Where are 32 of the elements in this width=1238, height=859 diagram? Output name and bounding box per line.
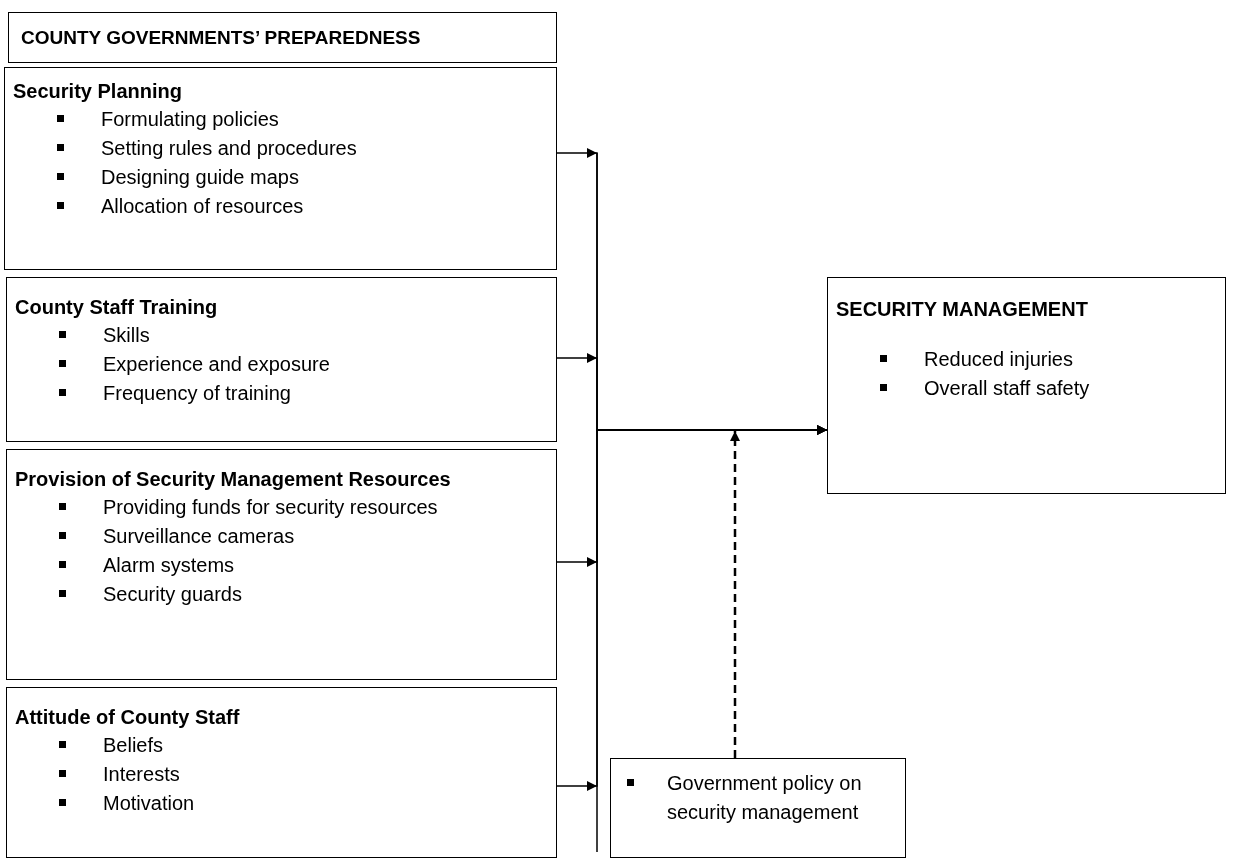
bullet-item: Skills <box>15 321 544 350</box>
title-box <box>8 12 557 63</box>
bullet-item: Alarm systems <box>15 551 544 580</box>
bullet-item: Beliefs <box>15 731 544 760</box>
bullet-item: Overall staff safety <box>836 374 1213 403</box>
bullet-item: Frequency of training <box>15 379 544 408</box>
bullet-item: Motivation <box>15 789 544 818</box>
heading: Security Planning <box>13 79 183 104</box>
bullet-item: Allocation of resources <box>13 192 544 221</box>
text-box <box>6 687 557 858</box>
arrow <box>556 425 828 791</box>
bullet-item: Providing funds for security resources <box>15 493 544 522</box>
bullet-item: Designing guide maps <box>13 163 544 192</box>
bullet-item: Government policy on security management <box>619 769 893 827</box>
heading: Provision of Security Management Resources <box>15 467 452 492</box>
text-box <box>6 449 557 680</box>
bullet-item: Experience and exposure <box>15 350 544 379</box>
bullet-item: Surveillance cameras <box>15 522 544 551</box>
heading: Attitude of County Staff <box>15 705 241 730</box>
bullet-item: Setting rules and procedures <box>13 134 544 163</box>
dashed-arrow <box>730 431 740 758</box>
text-box <box>6 277 557 442</box>
text-box <box>827 277 1226 494</box>
heading: County Staff Training <box>15 295 219 320</box>
bullet-item: Reduced injuries <box>836 345 1213 374</box>
text-box <box>610 758 906 858</box>
text-box <box>4 67 557 270</box>
heading: SECURITY MANAGEMENT <box>836 297 1089 322</box>
bullet-item: Interests <box>15 760 544 789</box>
bullet-item: Formulating policies <box>13 105 544 134</box>
heading: COUNTY GOVERNMENTS’ PREPAREDNESS <box>21 26 422 50</box>
bullet-item: Security guards <box>15 580 544 609</box>
